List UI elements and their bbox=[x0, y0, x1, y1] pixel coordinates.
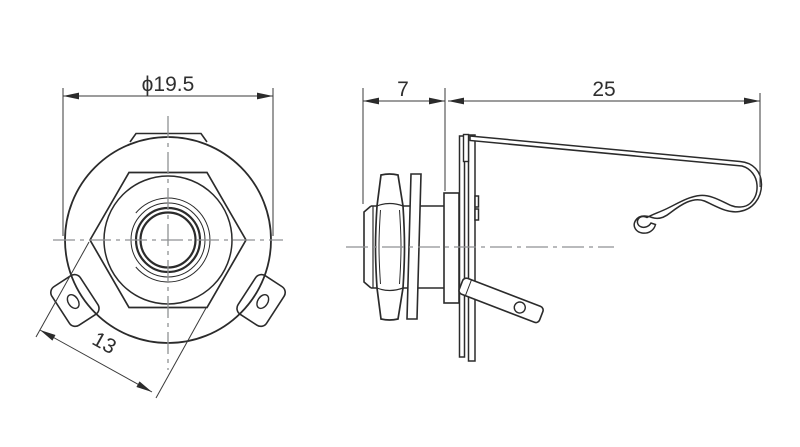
side-view bbox=[363, 133, 763, 362]
mounting-ear-left bbox=[50, 273, 100, 328]
tip-spring-contact bbox=[469, 135, 763, 234]
dim-7-arrow-right bbox=[429, 97, 445, 105]
spring-crimp-tab bbox=[462, 133, 470, 163]
insulator-board bbox=[467, 134, 476, 362]
dim-contact-length bbox=[448, 93, 761, 187]
ear-left-body bbox=[50, 273, 100, 328]
dim-7-arrow-left bbox=[363, 97, 379, 105]
solder-lug bbox=[458, 277, 544, 324]
front-centerlines bbox=[53, 116, 283, 370]
board-tab-lower bbox=[474, 208, 480, 221]
solder-lug-hole bbox=[513, 301, 526, 314]
lock-washer bbox=[406, 173, 422, 320]
dim-hex-line bbox=[39, 329, 153, 393]
board-tab-upper bbox=[474, 195, 480, 208]
dim-diameter-arrow-right bbox=[257, 92, 273, 100]
mounting-ear-right bbox=[236, 273, 286, 328]
dim-hex-arrow-2 bbox=[136, 381, 152, 392]
dim-25-arrow-right bbox=[744, 97, 760, 105]
dim-hex-across-flats bbox=[35, 241, 207, 399]
body-ring bbox=[443, 192, 460, 304]
dim-diameter-arrow-left bbox=[63, 92, 79, 100]
dim-front-diameter-label: ϕ19.5 bbox=[142, 73, 195, 96]
dim-sleeve-length bbox=[362, 88, 446, 204]
solder-lug-fold-line bbox=[464, 279, 472, 296]
dim-sleeve-length-label: 7 bbox=[397, 78, 409, 101]
dim-front-diameter bbox=[62, 88, 274, 236]
hex-nut-cap-line-bottom bbox=[376, 287, 404, 292]
ear-right-body bbox=[236, 273, 286, 328]
frame-plates bbox=[458, 134, 480, 362]
dim-contact-length-label: 25 bbox=[592, 78, 615, 101]
ear-right-hole bbox=[256, 293, 270, 310]
ear-left-hole bbox=[66, 293, 80, 310]
hex-nut-cap-line-top bbox=[376, 202, 404, 207]
dim-hex-across-flats-label: 13 bbox=[88, 328, 120, 359]
dim-hex-ext-2 bbox=[155, 307, 207, 399]
dim-hex-ext-1 bbox=[35, 241, 90, 338]
hex-nut-facet-left bbox=[378, 209, 381, 285]
dim-25-arrow-left bbox=[448, 97, 464, 105]
dim-hex-arrow-1 bbox=[40, 330, 56, 341]
